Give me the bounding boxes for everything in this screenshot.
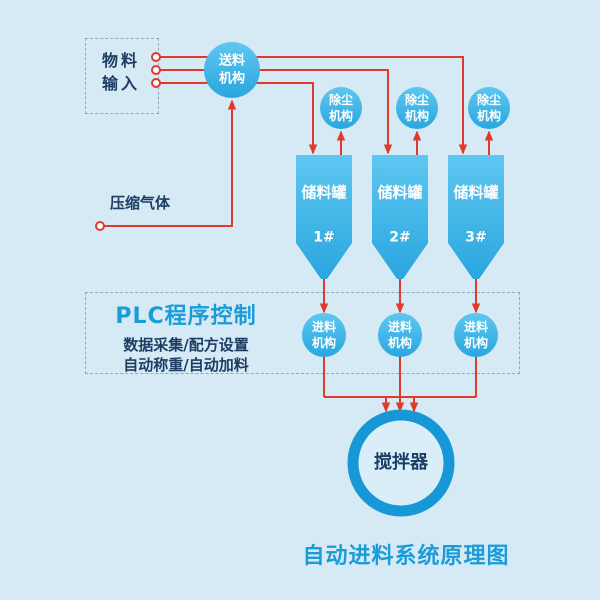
dust-unit-3-label: 除尘 机构 bbox=[476, 92, 502, 123]
plc-control-box bbox=[85, 292, 520, 374]
dust-unit-2-label: 除尘 机构 bbox=[404, 92, 430, 123]
input-terminal-1 bbox=[151, 52, 161, 62]
feed-unit-2-label: 进料 机构 bbox=[387, 319, 413, 350]
tank-3-number: 3# bbox=[465, 229, 487, 246]
dust-circle-1 bbox=[320, 87, 362, 129]
plc-subtitle-1: 数据采集/配方设置 bbox=[123, 336, 249, 354]
tank-1-label: 储料罐 1# bbox=[301, 161, 346, 270]
material-input-box bbox=[85, 38, 159, 114]
input-terminal-2 bbox=[151, 65, 161, 75]
mixer-circle bbox=[347, 409, 455, 517]
tank-2-name: 储料罐 bbox=[377, 183, 423, 202]
nodes bbox=[204, 42, 510, 517]
tank-1-number: 1# bbox=[313, 229, 335, 246]
dust-unit-1-label: 除尘 机构 bbox=[328, 92, 354, 123]
material-input-label: 物料 输入 bbox=[101, 50, 141, 93]
feed-circle-3 bbox=[454, 313, 498, 357]
feed-unit-3-label: 进料 机构 bbox=[463, 319, 489, 350]
diagram-title: 自动进料系统原理图 bbox=[302, 544, 510, 569]
feed-unit-1-label: 进料 机构 bbox=[311, 319, 337, 350]
compressed-gas-label: 压缩气体 bbox=[109, 193, 171, 212]
flow-lines bbox=[100, 56, 494, 413]
tank-1-name: 储料罐 bbox=[301, 183, 347, 202]
feeder-label: 送料 机构 bbox=[218, 53, 246, 86]
tank-shape-1 bbox=[296, 155, 352, 279]
plc-subtitle-2: 自动称重/自动加料 bbox=[123, 356, 249, 375]
compressed-gas-line bbox=[100, 99, 237, 227]
input-terminal-3 bbox=[151, 78, 161, 88]
dust-circle-2 bbox=[396, 87, 438, 129]
dust-circle-3 bbox=[468, 87, 510, 129]
terminals bbox=[95, 52, 161, 231]
tank-3-label: 储料罐 3# bbox=[453, 161, 498, 270]
tank-shape-3 bbox=[448, 155, 504, 279]
plc-text-block: PLC程序控制 数据采集/配方设置 自动称重/自动加料 bbox=[85, 298, 287, 376]
feeder-circle bbox=[204, 42, 260, 98]
gas-terminal bbox=[95, 221, 105, 231]
mixer-label: 搅拌器 bbox=[374, 451, 428, 473]
tank-shape-2 bbox=[372, 155, 428, 279]
material-line-to-tank3 bbox=[156, 56, 468, 155]
feed-circle-1 bbox=[302, 313, 346, 357]
plc-title: PLC程序控制 bbox=[115, 304, 257, 329]
feed-circle-2 bbox=[378, 313, 422, 357]
tank-3-name: 储料罐 bbox=[453, 183, 499, 202]
tank-2-label: 储料罐 2# bbox=[377, 161, 422, 270]
tank-2-number: 2# bbox=[389, 229, 411, 246]
